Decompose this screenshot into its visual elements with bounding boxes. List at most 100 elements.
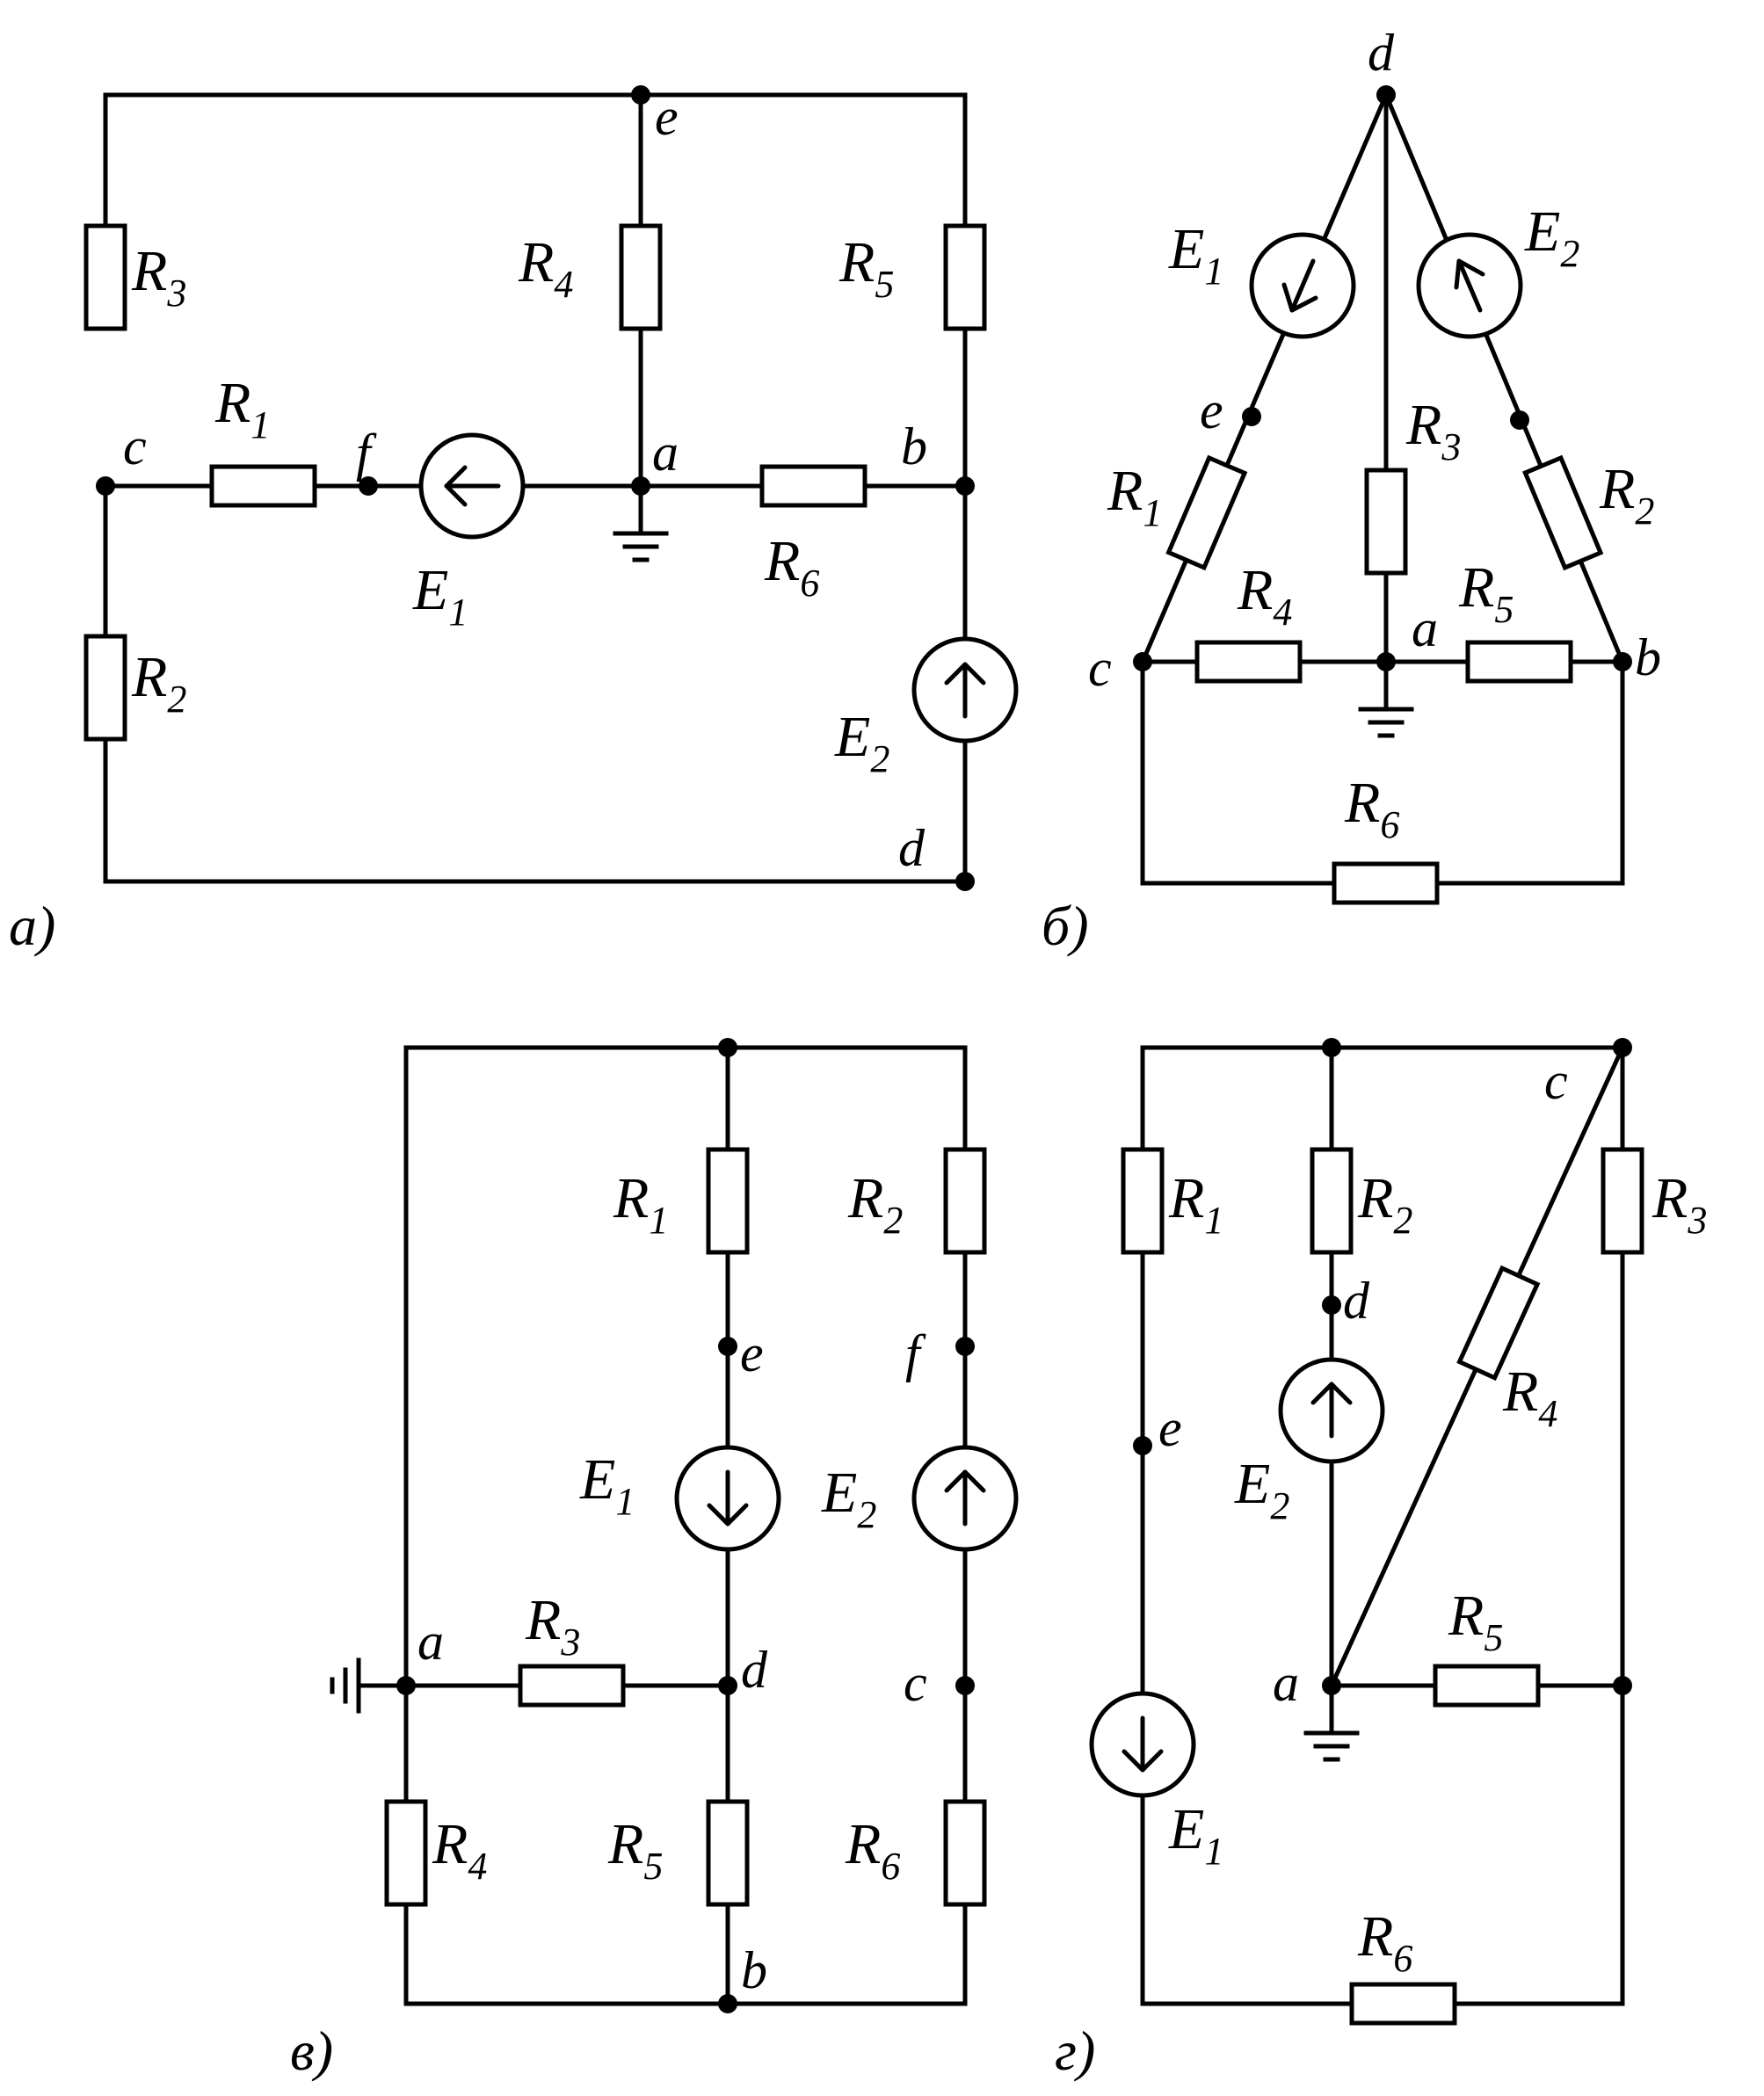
label-r6: R6 — [845, 1812, 900, 1888]
label-r1: R1 — [613, 1166, 668, 1242]
node-b: b — [741, 1941, 767, 1999]
ground-icon — [1358, 659, 1414, 738]
label-e1: E1 — [412, 558, 468, 634]
label-r6: R6 — [764, 529, 819, 605]
label-e1: E1 — [1168, 217, 1223, 293]
ground-icon — [1303, 1683, 1360, 1762]
node-e: e — [740, 1324, 764, 1382]
resistor-r6 — [759, 464, 867, 508]
resistor-r5 — [706, 1799, 750, 1907]
resistor-r2 — [943, 1147, 987, 1255]
label-r2: R2 — [847, 1166, 903, 1242]
label-r1: R1 — [1107, 459, 1162, 534]
resistor-r3 — [1601, 1147, 1644, 1255]
label-r5: R5 — [838, 230, 894, 306]
source-e2 — [1416, 232, 1523, 339]
node-a: a — [417, 1613, 444, 1671]
resistor-r1 — [209, 464, 317, 508]
ground-icon — [613, 483, 669, 562]
junction-dots-d — [1133, 1038, 1632, 1695]
diagram-b: d E1 E2 e R3 R1 R2 R4 a R5 c b R6 б) — [1042, 24, 1661, 957]
diagram-d: c R1 R2 R3 d R4 e E2 R5 a E1 R6 г) — [1055, 1038, 1707, 2082]
label-r3: R3 — [525, 1588, 580, 1664]
source-e2 — [911, 636, 1019, 743]
resistor-r2 — [83, 634, 127, 742]
resistor-r4 — [384, 1799, 428, 1907]
resistor-r5 — [1433, 1664, 1541, 1708]
node-e: e — [655, 88, 679, 146]
resistor-r3 — [1364, 468, 1408, 576]
node-d: d — [898, 819, 926, 877]
node-f: f — [905, 1324, 926, 1382]
diagram-a: R3 R4 R5 R1 R6 R2 E1 E2 e c f a b d а) — [9, 85, 1019, 957]
resistor-r4 — [619, 223, 663, 331]
junction-dots-c — [396, 1038, 975, 2013]
resistor-r1 — [1165, 454, 1248, 571]
label-e1: E1 — [1168, 1797, 1223, 1873]
label-r6: R6 — [1344, 771, 1399, 846]
node-a: a — [652, 424, 679, 482]
node-d: d — [1368, 24, 1395, 82]
caption-d: г) — [1055, 2020, 1095, 2082]
node-c: c — [1544, 1052, 1568, 1110]
label-e2: E2 — [821, 1461, 876, 1536]
label-r1: R1 — [214, 371, 270, 446]
label-r4: R4 — [432, 1812, 487, 1888]
node-c: c — [123, 417, 147, 475]
resistor-r5 — [943, 223, 987, 331]
resistor-r3 — [518, 1664, 626, 1708]
label-r4: R4 — [1502, 1360, 1557, 1435]
resistor-r3 — [83, 223, 127, 331]
junction-dots-a — [96, 85, 975, 891]
node-a: a — [1412, 599, 1438, 657]
source-e1 — [1089, 1691, 1196, 1798]
label-r5: R5 — [1448, 1584, 1503, 1659]
label-e1: E1 — [579, 1447, 635, 1523]
label-r3: R3 — [1651, 1166, 1707, 1242]
node-d: d — [1343, 1272, 1370, 1330]
node-e: e — [1158, 1399, 1182, 1457]
label-r4: R4 — [1237, 558, 1292, 634]
node-b: b — [1635, 628, 1661, 686]
label-e2: E2 — [834, 705, 889, 780]
label-r3: R3 — [1405, 393, 1461, 468]
label-r5: R5 — [1458, 555, 1514, 631]
label-r2: R2 — [1357, 1166, 1412, 1242]
node-e: e — [1200, 381, 1223, 439]
resistor-r6 — [1349, 1982, 1457, 2026]
node-b: b — [901, 417, 927, 475]
source-e1 — [674, 1445, 781, 1552]
source-e1 — [1249, 232, 1356, 339]
label-e2: E2 — [1524, 199, 1579, 275]
diagram-c: R1 R2 e f E1 E2 a R3 d c R4 R5 R6 b в) — [290, 1038, 1019, 2082]
label-r5: R5 — [607, 1812, 663, 1888]
caption-b: б) — [1042, 895, 1089, 957]
node-a: a — [1273, 1654, 1299, 1712]
caption-a: а) — [9, 895, 55, 957]
source-e1 — [418, 432, 526, 540]
node-c: c — [904, 1654, 927, 1712]
label-r2: R2 — [1599, 457, 1654, 533]
ground-icon — [330, 1657, 409, 1714]
resistor-r1 — [1121, 1147, 1165, 1255]
label-e2: E2 — [1234, 1452, 1289, 1527]
label-r2: R2 — [131, 645, 186, 721]
label-r6: R6 — [1357, 1904, 1412, 1980]
source-e2 — [911, 1445, 1019, 1552]
node-f: f — [356, 424, 377, 482]
node-c: c — [1088, 639, 1112, 697]
resistor-r2 — [1522, 454, 1604, 571]
node-d: d — [741, 1641, 768, 1699]
label-r3: R3 — [131, 239, 186, 315]
resistor-r1 — [706, 1147, 750, 1255]
junction-dots-b — [1133, 85, 1632, 671]
resistor-r6 — [943, 1799, 987, 1907]
resistor-r2 — [1310, 1147, 1354, 1255]
label-r4: R4 — [518, 230, 573, 306]
resistor-r4 — [1194, 640, 1303, 684]
label-r1: R1 — [1168, 1166, 1223, 1242]
source-e2 — [1278, 1357, 1385, 1464]
resistor-r5 — [1465, 640, 1573, 684]
